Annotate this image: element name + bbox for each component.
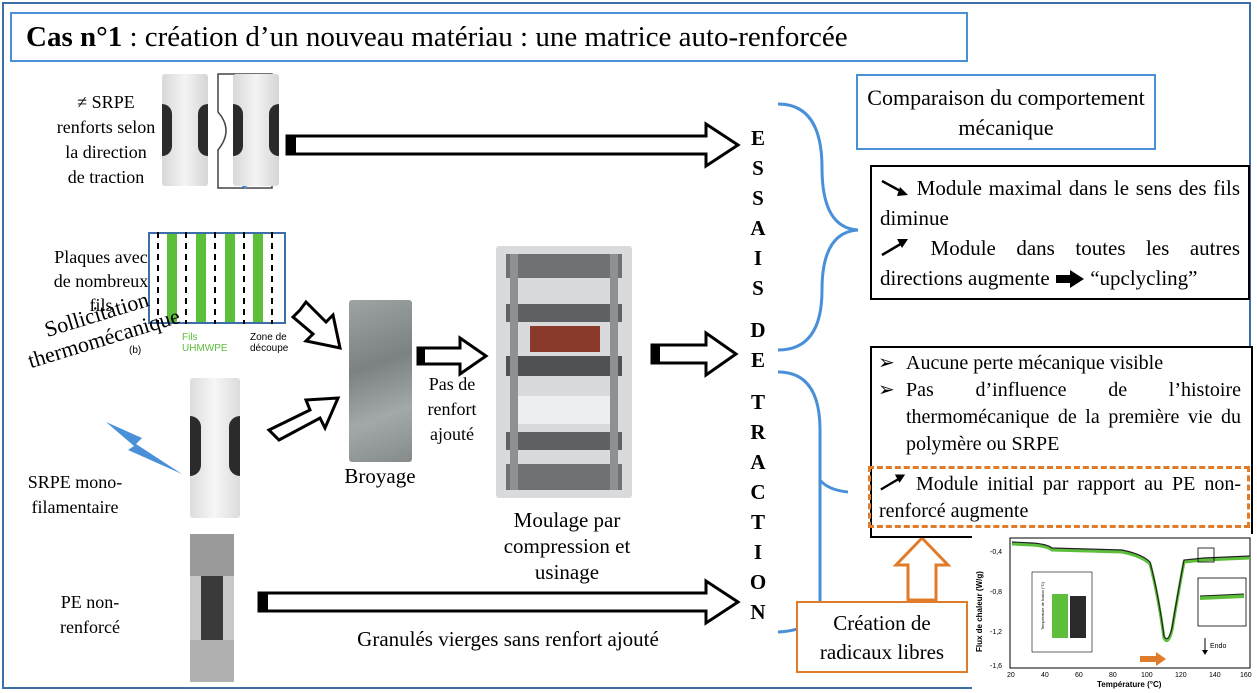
arrow-plaque — [290, 299, 342, 350]
title-bold: Cas n°1 — [26, 21, 123, 53]
dsc-endo-label: Endo — [1210, 643, 1226, 650]
vert-letter: C — [750, 480, 766, 504]
lightning-icon — [106, 422, 182, 474]
vert-letter: A — [750, 216, 766, 240]
dsc-xlabel: Température (°C) — [1097, 680, 1162, 689]
dsc-orange-arrow — [1140, 652, 1166, 666]
brace-bottom — [777, 370, 822, 634]
thick-arrow-right-icon — [1055, 270, 1084, 288]
press-photo — [496, 246, 632, 498]
dsc-xtick: 60 — [1075, 672, 1083, 679]
sample-photo-2 — [233, 74, 279, 186]
dsc-xtick: 120 — [1175, 672, 1187, 679]
label-broyage: Broyage — [344, 464, 416, 488]
arrow-broyage — [416, 335, 489, 377]
vert-letter: E — [750, 126, 765, 150]
vert-letter: S — [752, 156, 764, 180]
vert-letter: T — [750, 390, 765, 414]
label-srpe-direction: ≠ SRPE renforts selon la direction de tr… — [56, 92, 156, 187]
arrow-up-right-icon — [880, 474, 906, 491]
vertical-essais: E S S A I S D E T R A C T I O N — [738, 123, 778, 627]
arrow-bottom — [257, 578, 741, 626]
creation-text: Création de radicaux libres — [819, 611, 945, 664]
vert-letter: D — [750, 318, 766, 342]
comparaison-text: Comparaison du comportement mécanique — [867, 85, 1145, 140]
label-srpe-mono: SRPE mono-filamentaire — [27, 472, 123, 517]
sample-photo-1 — [162, 74, 208, 186]
brace-bottom-tip — [818, 479, 849, 494]
label-b: (b) — [129, 345, 142, 356]
vert-letter: R — [750, 420, 766, 444]
arrow-mono — [266, 396, 341, 442]
vert-letter: A — [750, 450, 766, 474]
vert-letter: O — [749, 570, 767, 594]
vert-letter: S — [752, 276, 764, 300]
orange-up-arrow — [892, 535, 952, 602]
broyage-photo — [349, 300, 412, 462]
vert-letter: E — [750, 348, 765, 372]
module-box: Module maximal dans le sens des fils dim… — [870, 165, 1250, 300]
dsc-ytick: -0,4 — [990, 549, 1002, 556]
dsc-inset-label: Température de fusion (°C) — [1040, 581, 1045, 630]
arrow-top — [285, 121, 741, 169]
brace-top — [777, 102, 859, 352]
label-pas-renfort: Pas de renfort ajouté — [427, 374, 477, 444]
vert-letter: I — [753, 246, 763, 270]
dsc-ytick: -1,6 — [990, 663, 1002, 670]
sample-photo-pe — [190, 534, 234, 682]
vert-letter: S — [752, 186, 764, 210]
dsc-ytick: -0,8 — [990, 589, 1002, 596]
label-moulage: Moulage par compression et usinage — [503, 508, 631, 584]
arrow-up-right-icon — [881, 239, 908, 257]
comparaison-box: Comparaison du comportement mécanique — [856, 74, 1156, 150]
creation-box: Création de radicaux libres — [796, 601, 968, 673]
module-initial-line: Module initial par rapport au PE non-ren… — [879, 471, 1241, 525]
label-zone: Zone de découpe — [250, 332, 289, 354]
vert-letter: I — [753, 540, 763, 564]
dsc-xtick: 100 — [1141, 672, 1153, 679]
dsc-ylabel: Flux de chaleur (W/g) — [975, 571, 984, 652]
arrow-down-right-icon — [881, 179, 908, 196]
dsc-xtick: 40 — [1041, 672, 1049, 679]
vert-letter: T — [750, 510, 765, 534]
bullet-arrow-icon: ➢ — [878, 352, 895, 374]
bullet-arrow-icon: ➢ — [878, 379, 895, 401]
module-initial-box: Module initial par rapport au PE non-ren… — [868, 466, 1250, 528]
label-fils: Fils UHMWPE — [182, 332, 228, 354]
title-rest: : création d’un nouveau matériau : une m… — [122, 21, 848, 53]
dsc-curve-black — [1011, 541, 1251, 640]
bullet-1-text: Aucune perte mécanique visible — [906, 352, 1164, 374]
module-line1-text: Module maximal dans le sens des fils dim… — [880, 176, 1241, 230]
plaque-diagram — [148, 232, 286, 324]
dsc-ytick: -1,2 — [990, 629, 1002, 636]
module-line1: Module maximal dans le sens des fils dim… — [880, 173, 1240, 233]
bullet-2-text: Pas d’influence de l’histoire thermoméca… — [906, 379, 1241, 455]
dsc-graph: Flux de chaleur (W/g) -0,4 -0,8 -1,2 -1,… — [972, 534, 1256, 690]
sample-photo-mono — [190, 378, 240, 518]
dsc-xtick: 80 — [1109, 672, 1117, 679]
module-line2: Module dans toutes les autres directions… — [880, 233, 1240, 293]
arrow-press — [650, 330, 739, 378]
dsc-xtick: 140 — [1209, 672, 1221, 679]
upcycling-text: “upclycling” — [1090, 266, 1198, 290]
title-box: Cas n°1 : création d’un nouveau matériau… — [10, 12, 968, 62]
label-plaques: Plaques avec de nombreux fils — [53, 247, 149, 315]
vert-letter: N — [750, 600, 766, 624]
label-pe-non: PE non-renforcé — [60, 592, 120, 637]
module-initial-text: Module initial par rapport au PE non-ren… — [879, 473, 1242, 522]
bullet-1: ➢ Aucune perte mécanique visible — [878, 350, 1241, 377]
dsc-xtick: 20 — [1007, 672, 1015, 679]
dsc-xtick: 160 — [1240, 672, 1252, 679]
bullet-2: ➢ Pas d’influence de l’histoire thermomé… — [878, 377, 1241, 458]
label-granules: Granulés vierges sans renfort ajouté — [357, 627, 659, 651]
module-line2-text: Module dans toutes les autres directions… — [880, 236, 1241, 290]
